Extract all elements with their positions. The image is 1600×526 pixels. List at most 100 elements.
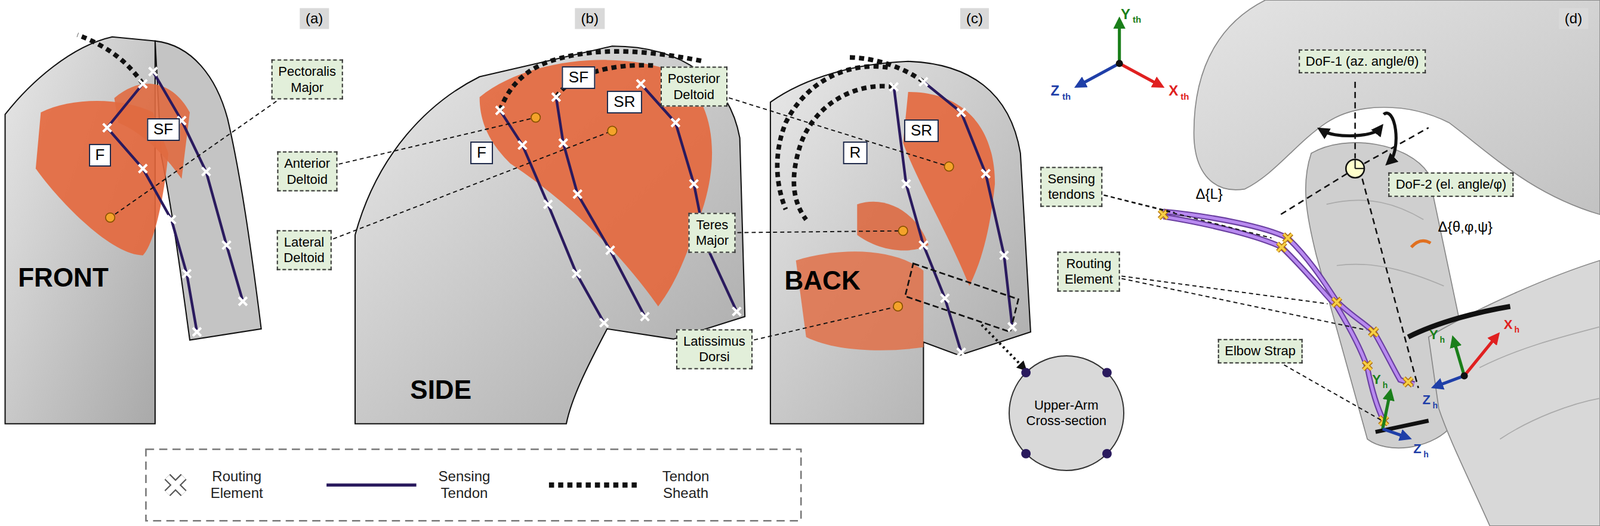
routing-mark	[901, 179, 911, 188]
callout-box: DoF-1 (az. angle/θ)	[1298, 48, 1427, 73]
arm-model	[1345, 159, 1365, 178]
routing-mark	[640, 312, 650, 321]
legend-entry: Sensing Tendon	[438, 468, 491, 502]
axis-frame	[1117, 22, 1121, 64]
legend-text: Tendon Sheath	[662, 468, 710, 502]
back-figure	[770, 57, 1031, 424]
legend-symbols	[167, 476, 184, 493]
axis-frame	[1436, 375, 1464, 386]
callout-box: Routing Element	[1057, 251, 1121, 292]
leader-line	[1284, 364, 1383, 421]
routing-mark	[671, 118, 680, 128]
node-text: SF	[568, 68, 589, 87]
arm-model	[1163, 211, 1415, 384]
axis-frame	[1453, 340, 1464, 376]
back-figure	[796, 251, 924, 350]
back-figure	[793, 85, 894, 220]
node-text: F	[95, 146, 106, 165]
axis-label: X	[1503, 318, 1513, 332]
leader-line	[113, 97, 1383, 421]
arm-model	[1411, 240, 1431, 248]
panel-label: (b)	[575, 7, 605, 29]
routing-mark	[1283, 233, 1293, 243]
leader-line	[113, 101, 277, 216]
arm-model	[1383, 112, 1397, 162]
node-text: Latissimus Dorsi	[683, 333, 746, 365]
axis-label: X	[1168, 83, 1179, 98]
routing-mark	[1283, 233, 1293, 243]
muscle-dot	[944, 161, 954, 171]
routing-mark	[1369, 327, 1378, 336]
routing-mark	[606, 245, 615, 255]
routing-mark	[182, 269, 191, 279]
back-figure	[902, 91, 995, 286]
front-figure	[5, 34, 262, 424]
node-text: Lateral Deltoid	[283, 234, 325, 267]
axis-frame	[1464, 336, 1497, 376]
front-figure	[152, 71, 243, 302]
axis-label: Z	[1050, 83, 1060, 98]
side-figure	[556, 97, 646, 317]
tendon-tag: F	[88, 143, 112, 167]
leader-line	[1121, 275, 1328, 304]
routing-mark	[957, 108, 966, 117]
routing-mark	[1369, 327, 1378, 336]
axis-label: h	[1440, 335, 1446, 344]
routing-mark	[167, 215, 176, 224]
callout-box: Teres Major	[688, 212, 736, 253]
legend-text: Routing Element	[210, 468, 264, 502]
routing-mark	[103, 123, 112, 132]
arm-model	[1326, 199, 1600, 439]
arm-model	[1163, 214, 1408, 421]
muscle-dot	[898, 226, 908, 236]
routing-mark	[599, 318, 609, 328]
routing-mark	[202, 167, 211, 177]
callout-box: Pectoralis Major	[270, 59, 344, 100]
axis-label: Y	[1372, 372, 1381, 387]
front-figure	[107, 83, 197, 332]
legend-symbols	[167, 476, 184, 493]
routing-mark	[573, 189, 582, 199]
arm-model	[1193, 0, 1600, 215]
arm-model	[1163, 211, 1415, 384]
routing-mark	[1363, 361, 1372, 370]
routing-mark	[1277, 242, 1287, 252]
routing-mark	[192, 327, 202, 336]
routing-mark	[919, 241, 929, 250]
node-text: DoF-2 (el. angle/φ)	[1395, 176, 1507, 193]
view-title: SIDE	[409, 376, 472, 403]
legend-entry: Tendon Sheath	[662, 468, 710, 502]
routing-mark	[1332, 297, 1341, 307]
leader-line	[737, 230, 900, 233]
node-text: (c)	[966, 9, 983, 27]
axis-frame	[1116, 59, 1124, 67]
arm-model	[1163, 216, 1384, 421]
node-text: Sensing tendons	[1047, 171, 1096, 203]
callout-box: Anterior Deltoid	[276, 151, 338, 192]
axis-label: th	[1132, 14, 1142, 24]
routing-mark	[139, 79, 148, 89]
axis-label: Y	[1429, 328, 1439, 342]
axis-frame	[1382, 428, 1407, 437]
tendon-tag: R	[842, 142, 868, 165]
muscle-dot	[531, 112, 541, 122]
routing-mark	[1404, 377, 1413, 387]
tendon-tag: F	[470, 142, 493, 165]
node-text: Anterior Deltoid	[284, 155, 331, 188]
panel-label: (c)	[960, 7, 989, 29]
node-text: SR	[910, 121, 933, 140]
back-figure	[923, 81, 1013, 327]
routing-mark	[957, 347, 966, 357]
back-figure	[777, 66, 888, 209]
muscle-dot	[105, 112, 954, 311]
arm-model	[1428, 260, 1600, 526]
side-figure	[500, 110, 604, 323]
legend-symbols	[549, 482, 637, 488]
callout-box: DoF-2 (el. angle/φ)	[1388, 172, 1514, 197]
tendon-tag: SF	[146, 118, 180, 141]
muscle-dot	[607, 125, 617, 135]
legend-symbols	[326, 483, 416, 487]
routing-mark	[1363, 361, 1372, 370]
